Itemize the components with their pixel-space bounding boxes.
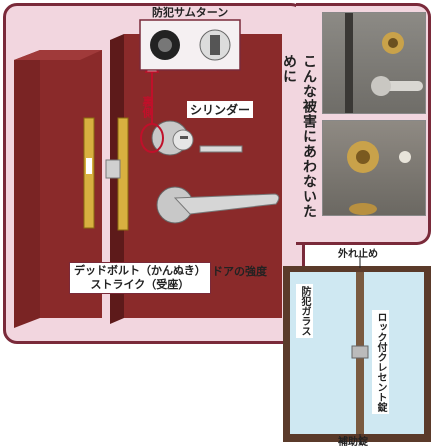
label-strike: ストライク（受座） bbox=[90, 278, 190, 291]
label-hojo-lock: 補助錠 bbox=[338, 437, 368, 448]
label-hazure-dome: 外れ止め bbox=[338, 249, 378, 260]
key-icon bbox=[199, 145, 243, 153]
door-edge bbox=[110, 34, 124, 324]
photo-top-drawing bbox=[345, 13, 423, 113]
crescent-lock-icon bbox=[351, 345, 369, 359]
deadbolt bbox=[105, 159, 121, 179]
wall-side bbox=[14, 50, 40, 328]
door-handle bbox=[173, 193, 280, 215]
damage-photo-bottom bbox=[322, 120, 426, 216]
photo-bottom-drawing bbox=[347, 141, 411, 215]
label-deadbolt-strike: デッドボルト（かんぬき） ストライク（受座） bbox=[69, 262, 211, 294]
label-crescent-lock: ロック付クレセント錠 bbox=[372, 310, 389, 414]
caption-vertical: こんな被害にあわないために bbox=[281, 54, 317, 219]
label-door-strength: ドアの強度 bbox=[212, 265, 267, 278]
label-cylinder: シリンダー bbox=[187, 101, 254, 118]
label-deadbolt: デッドボルト（かんぬき） bbox=[74, 264, 206, 277]
label-thumb-turn: 防犯サムターン bbox=[152, 6, 229, 19]
damage-photo-top bbox=[322, 12, 426, 114]
label-back-side: 裏側 bbox=[141, 96, 154, 118]
label-crime-glass: 防犯ガラス bbox=[296, 284, 313, 338]
